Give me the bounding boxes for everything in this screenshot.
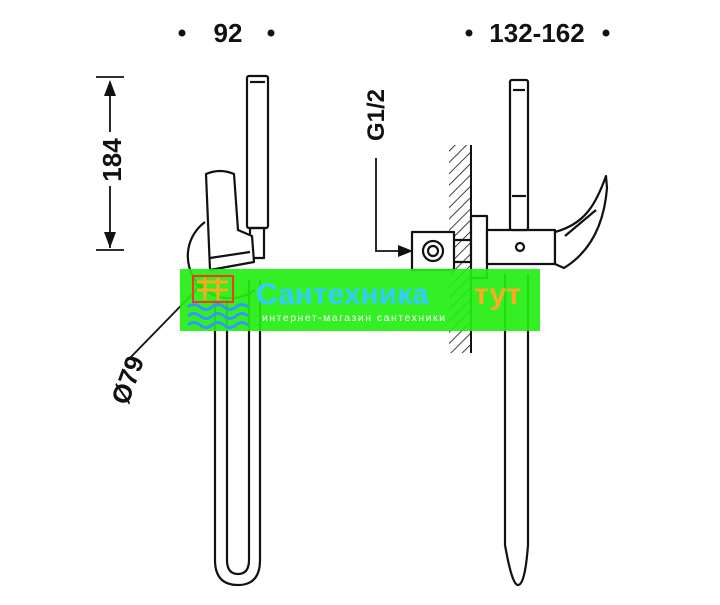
watermark-suffix: тут	[474, 278, 521, 311]
rosette-side	[469, 214, 489, 280]
logo-wave-3	[187, 321, 249, 329]
logo-frame	[192, 275, 234, 303]
connection-nut-hole-outer	[421, 239, 445, 263]
handshower-head-side	[508, 78, 530, 232]
connection-nut	[410, 230, 456, 272]
watermark-subtitle: интернет-магазин сантехники	[262, 312, 446, 324]
dim-92-left-dot	[178, 29, 186, 37]
dim-92: 92	[178, 18, 275, 48]
dim-thread-arrow	[398, 245, 413, 257]
dim-132-162: 132-162	[465, 18, 610, 48]
hose-side	[503, 274, 530, 587]
side-view	[410, 78, 609, 587]
lever-inner-line	[564, 209, 597, 237]
dim-92-label: 92	[214, 18, 243, 48]
mixer-body-screw	[514, 241, 526, 253]
dim-92-right-dot	[267, 29, 275, 37]
dim-132-162-label: 132-162	[489, 18, 584, 48]
dim-184: 184	[96, 76, 127, 251]
dim-184-bottom-arrow	[104, 232, 116, 248]
dim-184-label-bg	[96, 132, 124, 186]
dim-184-label: 184	[97, 138, 127, 182]
dim-132-162-left-dot	[465, 29, 473, 37]
watermark-background	[180, 269, 540, 331]
mixer-body-front	[204, 169, 256, 272]
hose-inner-front	[225, 280, 251, 576]
logo-wave-2	[187, 312, 249, 320]
dim-diameter-label: Ø79	[105, 352, 150, 408]
connection-nut-hole-inner	[426, 244, 440, 258]
logo-grid	[197, 278, 228, 300]
dim-184-top-arrow	[104, 80, 116, 96]
logo-icon	[187, 275, 249, 329]
hose-outer-front	[213, 280, 262, 587]
dim-thread: G1/2	[363, 89, 413, 257]
watermark-banner: Сантехника тут интернет-магазин сантехни…	[180, 269, 540, 331]
watermark-title: Сантехника	[256, 278, 429, 311]
mixer-body-side	[485, 228, 557, 266]
logo-wave-1	[187, 303, 249, 311]
mixer-body-seam	[209, 250, 251, 260]
dim-thread-leader	[375, 158, 408, 252]
dim-132-162-right-dot	[602, 29, 610, 37]
handshower-head-front	[245, 74, 270, 230]
dim-thread-label: G1/2	[363, 89, 390, 141]
